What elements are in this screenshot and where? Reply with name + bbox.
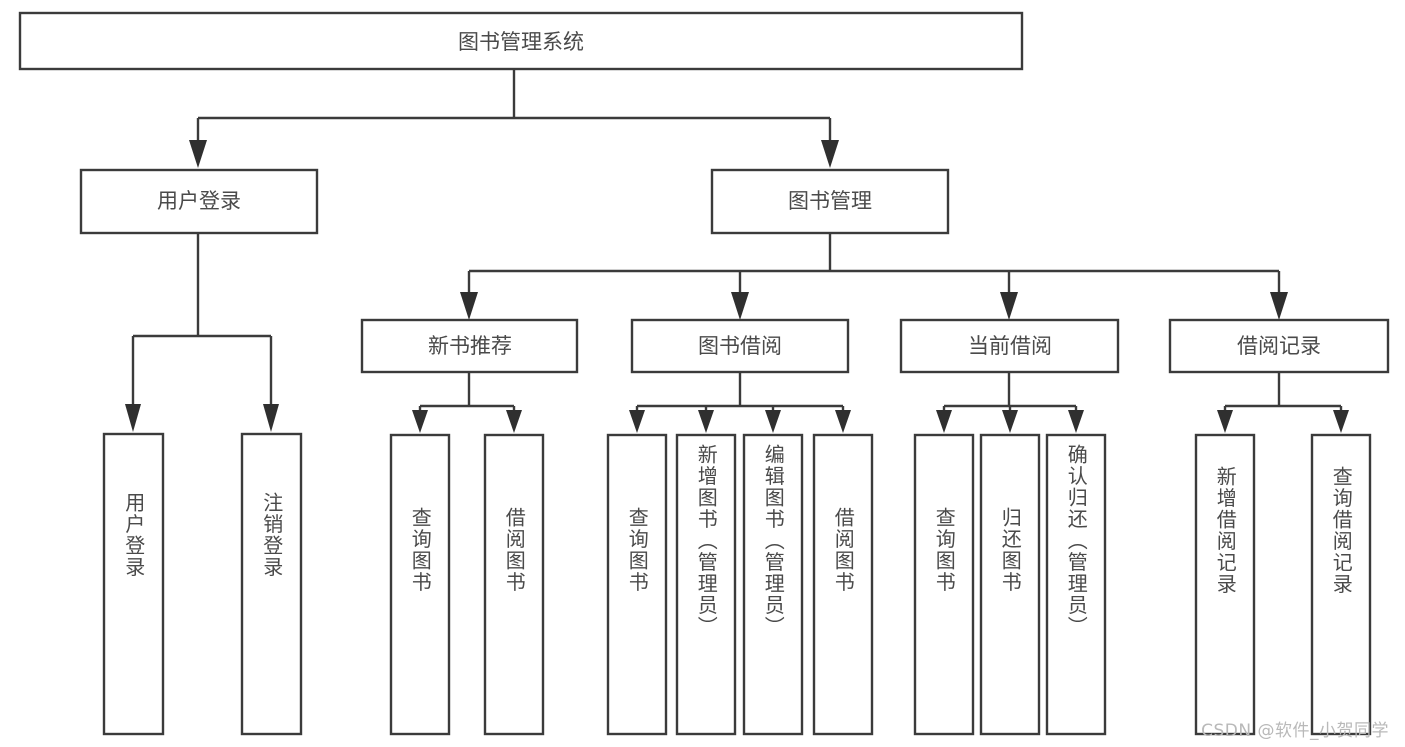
node-box-leaf-query-book-3[interactable]	[913, 433, 975, 736]
node-box-root[interactable]	[18, 11, 1024, 71]
node-box-leaf-user-login[interactable]	[102, 432, 165, 736]
node-label-root: 图书管理系统	[458, 30, 584, 54]
node-box-leaf-confirm-return[interactable]	[1045, 433, 1107, 736]
node-box-leaf-borrow-book-2[interactable]	[812, 433, 874, 736]
arrow-head-new-book-recommend	[460, 292, 478, 320]
arrow-head-leaf-confirm-return	[1068, 410, 1084, 433]
arrow-head-current-borrow	[1000, 292, 1018, 320]
leaf-box-layer	[102, 432, 1372, 736]
arrow-head-user-login	[189, 140, 207, 168]
arrow-head-leaf-return-book	[1002, 410, 1018, 433]
node-label-book-management: 图书管理	[788, 189, 872, 213]
node-box-leaf-edit-book[interactable]	[742, 433, 804, 736]
node-box-leaf-borrow-book-1[interactable]	[483, 433, 545, 736]
node-box-leaf-query-book-1[interactable]	[389, 433, 451, 736]
node-box-borrow-record[interactable]	[1168, 318, 1390, 374]
node-box-leaf-logout-login[interactable]	[240, 432, 303, 736]
node-borrow-record[interactable]: 借阅记录	[1168, 318, 1390, 374]
node-box-leaf-query-borrow-record[interactable]	[1310, 433, 1372, 736]
arrow-head-leaf-query-book-2	[629, 410, 645, 433]
node-label-current-borrow: 当前借阅	[968, 334, 1052, 358]
arrow-head-book-borrow	[731, 292, 749, 320]
arrow-head-leaf-add-book	[698, 410, 714, 433]
arrow-head-leaf-query-book-1	[412, 410, 428, 433]
arrow-head-leaf-borrow-book-1	[506, 410, 522, 433]
arrow-head-leaf-add-borrow-record	[1217, 410, 1233, 433]
arrow-head-book-management	[821, 140, 839, 168]
node-box-leaf-query-book-2[interactable]	[606, 433, 668, 736]
arrow-head-leaf-user-login	[125, 404, 141, 432]
arrow-head-leaf-logout-login	[263, 404, 279, 432]
node-label-borrow-record: 借阅记录	[1237, 334, 1321, 358]
node-user-login[interactable]: 用户登录	[79, 168, 319, 235]
node-box-book-borrow[interactable]	[630, 318, 850, 374]
node-label-book-borrow: 图书借阅	[698, 334, 782, 358]
node-box-user-login[interactable]	[79, 168, 319, 235]
arrow-head-leaf-borrow-book-2	[835, 410, 851, 433]
node-new-book-recommend[interactable]: 新书推荐	[360, 318, 579, 374]
arrow-head-leaf-edit-book	[765, 410, 781, 433]
node-box-leaf-return-book[interactable]	[979, 433, 1041, 736]
node-current-borrow[interactable]: 当前借阅	[899, 318, 1120, 374]
node-box-current-borrow[interactable]	[899, 318, 1120, 374]
node-box-leaf-add-book[interactable]	[675, 433, 737, 736]
node-label-new-book-recommend: 新书推荐	[428, 334, 512, 358]
node-book-borrow[interactable]: 图书借阅	[630, 318, 850, 374]
arrow-head-borrow-record	[1270, 292, 1288, 320]
node-box-book-management[interactable]	[710, 168, 950, 235]
node-book-management-system[interactable]: 图书管理系统	[18, 11, 1024, 71]
csdn-watermark: CSDN @软件_小贺同学	[1201, 721, 1389, 741]
node-box-new-book-recommend[interactable]	[360, 318, 579, 374]
connector-layer	[125, 69, 1349, 433]
node-label-user-login: 用户登录	[157, 189, 241, 213]
arrow-head-leaf-query-borrow-record	[1333, 410, 1349, 433]
node-box-leaf-add-borrow-record[interactable]	[1194, 433, 1256, 736]
node-book-management[interactable]: 图书管理	[710, 168, 950, 235]
arrow-head-leaf-query-book-3	[936, 410, 952, 433]
